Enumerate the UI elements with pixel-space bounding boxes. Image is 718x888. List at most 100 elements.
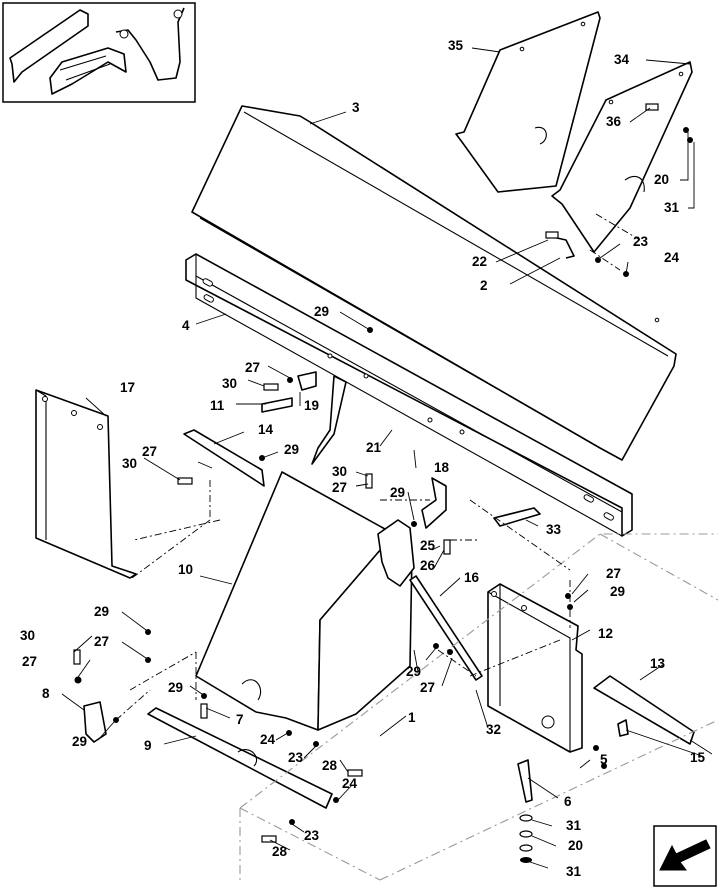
callout-2: 2 (480, 278, 488, 293)
callout-29: 29 (72, 734, 87, 749)
washer (519, 814, 533, 822)
callout-29: 29 (406, 664, 421, 679)
callout-18: 18 (434, 460, 450, 475)
bracket-8 (83, 701, 107, 743)
panel-12-edges (487, 584, 571, 752)
washer (519, 830, 533, 838)
callout-7: 7 (236, 712, 244, 727)
chassis-ghost-outline (239, 533, 718, 881)
nut (113, 717, 119, 723)
rail-4-slot (203, 294, 214, 303)
bracket-13 (593, 675, 695, 745)
nut (201, 693, 207, 699)
link-33 (493, 507, 541, 527)
dashlines-top (589, 213, 641, 271)
part-8-bracket (83, 701, 107, 743)
callout-28: 28 (272, 844, 288, 859)
leader-lines (61, 47, 713, 869)
strip-9 (147, 707, 333, 809)
callout-21: 21 (366, 440, 382, 455)
callout-29: 29 (168, 680, 183, 695)
cover-3-edges (199, 111, 669, 449)
nut (411, 521, 417, 527)
chassis-ghost (239, 533, 718, 881)
callout-27: 27 (94, 634, 109, 649)
callout-27: 27 (606, 566, 621, 581)
callout-23: 23 (304, 828, 320, 843)
inset-plug (173, 9, 183, 19)
rail-4-slot (603, 512, 614, 521)
part-16-strut (409, 575, 483, 681)
nut (433, 643, 439, 649)
part-19-bracket (261, 371, 317, 413)
callout-27: 27 (22, 654, 37, 669)
callout-14: 14 (258, 422, 274, 437)
strut-16 (409, 575, 483, 681)
nut (601, 763, 607, 769)
rail-4-edges (195, 254, 623, 537)
bolt (73, 649, 81, 665)
callout-6: 6 (564, 794, 572, 809)
bolt (263, 383, 279, 391)
callout-8: 8 (42, 686, 50, 701)
bolt (365, 473, 373, 489)
shield-35-hole (580, 21, 586, 27)
callout-9: 9 (144, 738, 152, 753)
bolt (200, 703, 208, 719)
bolt (347, 769, 363, 777)
inset-thumbnail (2, 2, 196, 103)
callout-1: 1 (408, 710, 416, 725)
callout-35: 35 (448, 38, 464, 53)
callout-10: 10 (178, 562, 193, 577)
nut (145, 629, 151, 635)
callout-26: 26 (420, 558, 436, 573)
bolt (545, 231, 559, 239)
callout-31: 31 (566, 818, 582, 833)
callout-29: 29 (314, 304, 329, 319)
part-6-hook (517, 759, 533, 803)
callout-23: 23 (288, 750, 304, 765)
leaders (61, 47, 713, 869)
callout-27: 27 (332, 480, 347, 495)
callout-4: 4 (182, 318, 190, 333)
part-17-panel (35, 389, 137, 579)
callout-33: 33 (546, 522, 562, 537)
callout-3: 3 (352, 100, 360, 115)
strip-9-notch (237, 749, 258, 767)
callout-29: 29 (610, 584, 625, 599)
callout-11: 11 (210, 398, 225, 413)
nut (683, 127, 689, 133)
nut (520, 857, 532, 863)
panel-17 (35, 389, 137, 579)
callout-29: 29 (284, 442, 299, 457)
part-10-housing (195, 471, 415, 731)
clip-15 (617, 719, 629, 737)
nut (74, 676, 82, 684)
part-4-rail (185, 253, 633, 537)
nut (287, 377, 293, 383)
callout-15: 15 (690, 750, 706, 765)
shield-34-hole (678, 71, 684, 77)
inset-bracket (49, 47, 127, 95)
callout-30: 30 (222, 376, 237, 391)
nav-arrow-button[interactable] (653, 825, 717, 887)
inset-cable (115, 7, 185, 81)
nut (447, 649, 453, 655)
callout-31: 31 (566, 864, 582, 879)
callout-30: 30 (332, 464, 347, 479)
clip-2 (547, 235, 575, 259)
arrow-down-left-icon (659, 839, 711, 871)
nut (286, 730, 292, 736)
inset-cover (9, 9, 89, 83)
bolt (261, 835, 277, 843)
nut (289, 819, 295, 825)
housing-10-cutout (241, 679, 262, 701)
callout-31: 31 (664, 200, 680, 215)
bolt (645, 103, 659, 111)
inset-connector (119, 29, 129, 39)
callout-19: 19 (304, 398, 319, 413)
inset-bracket-edges (59, 55, 111, 81)
part-3-cover (191, 105, 677, 461)
part-9-strip (147, 707, 333, 809)
part-14-bracket (183, 429, 265, 487)
